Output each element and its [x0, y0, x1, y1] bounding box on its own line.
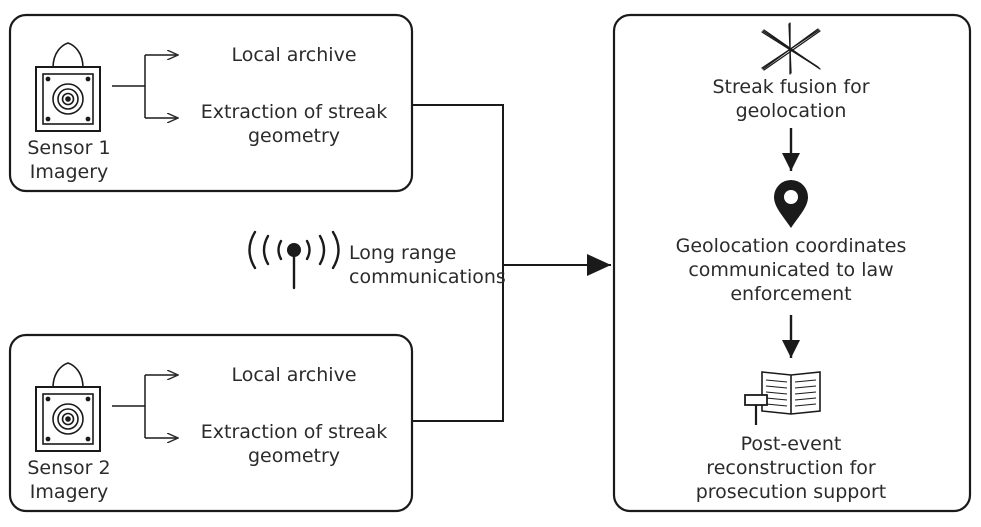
sensor-2-output-streak-extraction: Extraction of streak geometry	[200, 421, 388, 467]
camera-sensor-icon	[35, 362, 101, 452]
step-post-event-reconstruction: Post-event reconstruction for prosecutio…	[695, 433, 887, 503]
step-geolocation-coordinates: Geolocation coordinates communicated to …	[675, 235, 907, 305]
antenna-icon	[248, 230, 340, 290]
step-streak-fusion: Streak fusion for geolocation	[712, 76, 870, 122]
streak-cross-icon	[761, 22, 821, 75]
camera-sensor-icon	[35, 42, 101, 132]
sensor-1-output-local-archive: Local archive	[231, 44, 357, 66]
communications-label: Long range communications	[349, 242, 506, 288]
sensor-1-box	[8, 13, 414, 193]
sensor-1-label: Sensor 1 Imagery	[27, 137, 111, 183]
connector-lines	[412, 104, 611, 422]
sensor-2-branch-arrows	[112, 375, 178, 438]
map-pin-icon	[774, 180, 808, 228]
book-gavel-icon	[744, 371, 821, 425]
sensor-2-label: Sensor 2 Imagery	[27, 457, 111, 503]
sensor-1-output-streak-extraction: Extraction of streak geometry	[200, 101, 388, 147]
sensor-2-box	[8, 333, 414, 513]
sensor-2-output-local-archive: Local archive	[231, 364, 357, 386]
sensor-1-branch-arrows	[112, 55, 178, 118]
pipeline-box	[612, 13, 972, 513]
